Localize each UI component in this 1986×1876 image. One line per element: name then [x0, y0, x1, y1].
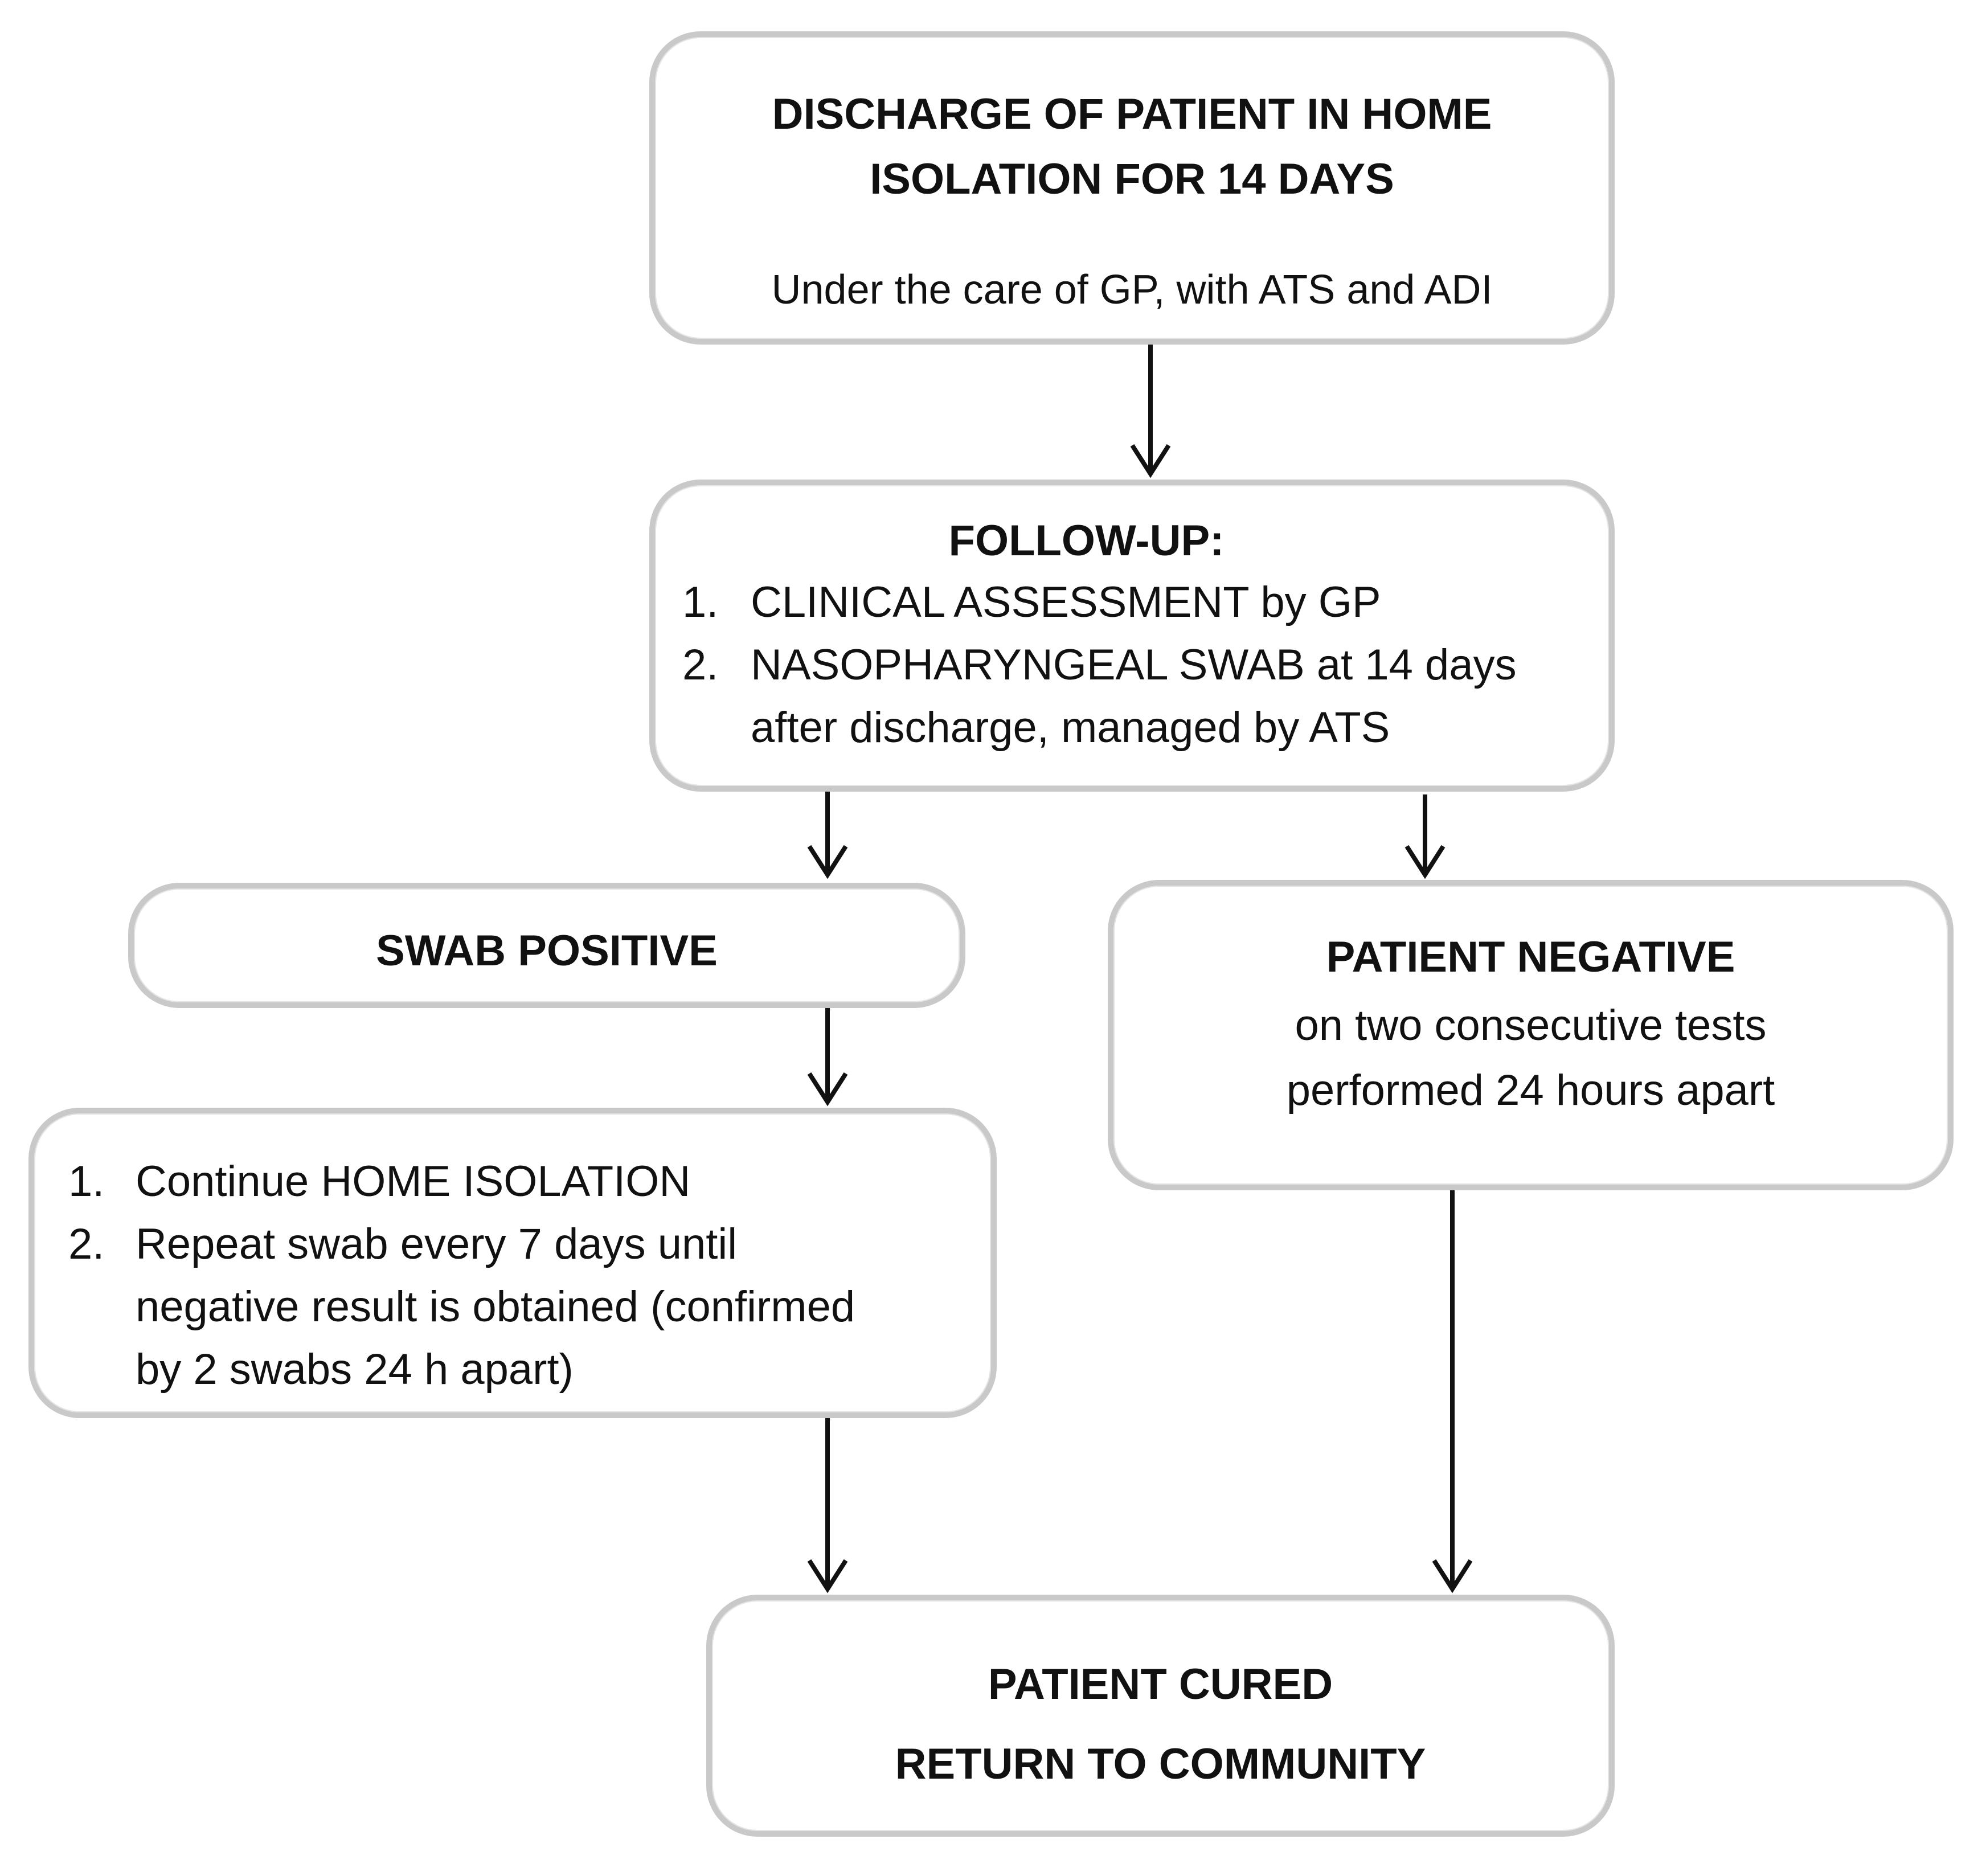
edge-discharge-to-followup — [1130, 345, 1171, 478]
continue-item2-number: 2. — [68, 1220, 105, 1268]
discharge-title-line2: ISOLATION FOR 14 DAYS — [870, 155, 1394, 203]
continue-item2-text-line1: Repeat swab every 7 days until — [136, 1220, 738, 1268]
patient-negative-line3: performed 24 hours apart — [1286, 1066, 1775, 1115]
edge-patient-negative-to-cured — [1432, 1190, 1473, 1594]
node-continue-isolation: 1. Continue HOME ISOLATION 2. Repeat swa… — [28, 1108, 997, 1418]
edge-continue-isolation-to-cured — [807, 1418, 848, 1594]
cured-line1: PATIENT CURED — [988, 1660, 1333, 1709]
continue-item2-text-line3: by 2 swabs 24 h apart) — [136, 1345, 574, 1394]
followup-item2-text-line1: NASOPHARYNGEAL SWAB at 14 days — [751, 641, 1517, 689]
swab-positive-title: SWAB POSITIVE — [376, 927, 718, 975]
patient-negative-title: PATIENT NEGATIVE — [1326, 933, 1735, 981]
continue-item2-text-line2: negative result is obtained (confirmed — [136, 1283, 855, 1331]
node-discharge: DISCHARGE OF PATIENT IN HOME ISOLATION F… — [649, 31, 1615, 345]
cured-line2: RETURN TO COMMUNITY — [895, 1740, 1426, 1788]
node-swab-positive: SWAB POSITIVE — [128, 883, 965, 1008]
followup-title: FOLLOW-UP: — [948, 517, 1225, 565]
node-followup: FOLLOW-UP: 1. CLINICAL ASSESSMENT by GP … — [649, 480, 1615, 792]
followup-item1-number: 1. — [682, 578, 719, 626]
discharge-subtitle: Under the care of GP, with ATS and ADI — [771, 267, 1493, 313]
followup-item2-number: 2. — [682, 641, 719, 689]
discharge-title-line1: DISCHARGE OF PATIENT IN HOME — [772, 90, 1492, 138]
followup-item2-text-line2: after discharge, managed by ATS — [751, 703, 1390, 752]
continue-item1-text: Continue HOME ISOLATION — [136, 1157, 691, 1206]
edge-swab-positive-to-continue-isolation — [807, 1008, 848, 1107]
edge-followup-to-swab-positive — [807, 792, 848, 879]
edge-followup-to-patient-negative — [1404, 794, 1446, 879]
patient-negative-line2: on two consecutive tests — [1295, 1001, 1767, 1050]
followup-item1-text: CLINICAL ASSESSMENT by GP — [751, 578, 1381, 626]
node-patient-cured: PATIENT CURED RETURN TO COMMUNITY — [706, 1595, 1615, 1837]
node-patient-negative: PATIENT NEGATIVE on two consecutive test… — [1108, 880, 1954, 1190]
continue-item1-number: 1. — [68, 1157, 105, 1206]
